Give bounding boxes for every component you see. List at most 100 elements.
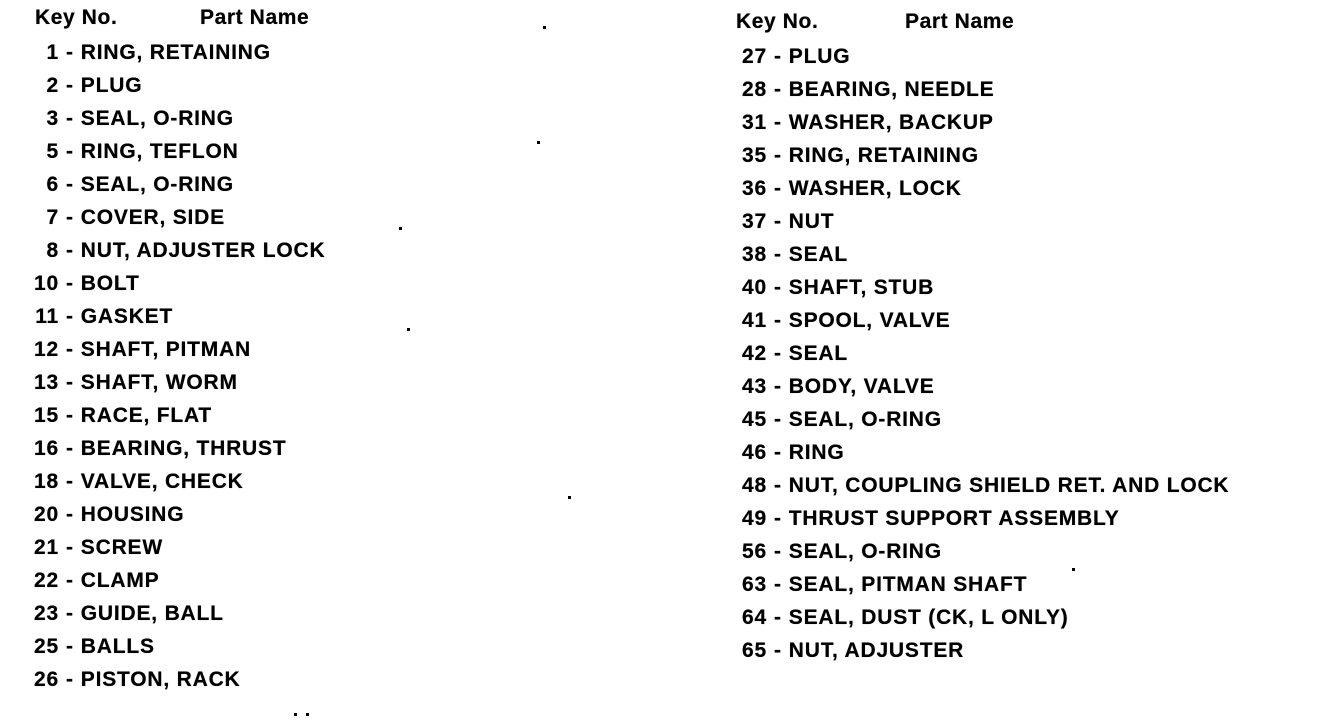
part-name: BEARING, THRUST	[80, 437, 287, 460]
part-key-number: 16	[34, 437, 59, 460]
part-row: 16-BEARING, THRUST	[34, 432, 594, 465]
part-key-number: 8	[46, 239, 59, 262]
part-name: RING	[788, 441, 845, 464]
part-key-number: 42	[742, 342, 767, 365]
part-key-number: 64	[742, 606, 767, 629]
part-row: 63-SEAL, PITMAN SHAFT	[735, 568, 1325, 601]
part-name: PISTON, RACK	[80, 668, 241, 691]
key-name-separator: -	[774, 606, 782, 629]
part-key-number: 46	[742, 441, 767, 464]
part-name: RACE, FLAT	[80, 404, 213, 427]
part-name: SEAL	[788, 342, 849, 365]
scan-artifact-dot	[543, 26, 546, 29]
part-key-number: 63	[742, 573, 767, 596]
key-name-separator: -	[774, 342, 782, 365]
part-key-number: 5	[46, 140, 59, 163]
key-name-separator: -	[66, 437, 74, 460]
part-name: SHAFT, PITMAN	[80, 338, 252, 361]
part-row: 26-PISTON, RACK	[34, 663, 594, 696]
part-name: SEAL, O-RING	[80, 173, 234, 196]
part-key-number: 37	[742, 210, 767, 233]
part-key-number: 25	[34, 635, 59, 658]
scan-artifact-dot	[399, 227, 402, 230]
part-key-number: 20	[34, 503, 59, 526]
part-row: 41-SPOOL, VALVE	[735, 304, 1325, 337]
part-key-number: 21	[34, 536, 59, 559]
scan-artifact-dot	[1072, 568, 1075, 571]
key-name-separator: -	[66, 239, 74, 262]
part-row: 2-PLUG	[34, 69, 594, 102]
part-name: PLUG	[788, 45, 851, 68]
key-name-separator: -	[774, 78, 782, 101]
part-name: SCREW	[80, 536, 163, 559]
part-row: 5-RING, TEFLON	[34, 135, 594, 168]
key-name-separator: -	[774, 507, 782, 530]
part-name: BALLS	[80, 635, 155, 658]
key-no-header: Key No.	[736, 10, 819, 33]
column-header: Key No. Part Name	[735, 10, 1325, 33]
part-row: 12-SHAFT, PITMAN	[34, 333, 594, 366]
part-key-number: 13	[34, 371, 59, 394]
part-key-number: 3	[46, 107, 59, 130]
part-key-number: 45	[742, 408, 767, 431]
part-row: 21-SCREW	[34, 531, 594, 564]
key-no-header: Key No.	[35, 6, 118, 29]
key-name-separator: -	[774, 45, 782, 68]
key-name-separator: -	[66, 668, 74, 691]
key-name-separator: -	[66, 503, 74, 526]
part-name: GASKET	[80, 305, 174, 328]
part-row: 36-WASHER, LOCK	[735, 172, 1325, 205]
key-name-separator: -	[774, 540, 782, 563]
key-name-separator: -	[66, 635, 74, 658]
part-key-number: 22	[34, 569, 59, 592]
part-key-number: 31	[742, 111, 767, 134]
part-row: 1-RING, RETAINING	[34, 36, 594, 69]
key-name-separator: -	[774, 309, 782, 332]
part-name: SEAL, O-RING	[788, 408, 942, 431]
part-key-number: 49	[742, 507, 767, 530]
part-row: 31-WASHER, BACKUP	[735, 106, 1325, 139]
part-name: NUT, ADJUSTER	[788, 639, 965, 662]
key-name-separator: -	[66, 74, 74, 97]
part-name: SEAL	[788, 243, 849, 266]
part-key-number: 56	[742, 540, 767, 563]
part-key-number: 6	[46, 173, 59, 196]
part-name: THRUST SUPPORT ASSEMBLY	[788, 507, 1120, 530]
scan-artifact-dot	[294, 713, 297, 716]
part-name: SEAL, O-RING	[80, 107, 234, 130]
part-row: 8-NUT, ADJUSTER LOCK	[34, 234, 594, 267]
part-name: SHAFT, WORM	[80, 371, 238, 394]
part-row: 38-SEAL	[735, 238, 1325, 271]
part-row: 48-NUT, COUPLING SHIELD RET. AND LOCK	[735, 469, 1325, 502]
part-key-number: 23	[34, 602, 59, 625]
part-row: 7-COVER, SIDE	[34, 201, 594, 234]
part-row: 18-VALVE, CHECK	[34, 465, 594, 498]
part-row: 10-BOLT	[34, 267, 594, 300]
part-key-number: 48	[742, 474, 767, 497]
part-key-number: 27	[742, 45, 767, 68]
key-name-separator: -	[66, 140, 74, 163]
part-row: 20-HOUSING	[34, 498, 594, 531]
key-name-separator: -	[66, 569, 74, 592]
key-name-separator: -	[66, 305, 74, 328]
part-row: 56-SEAL, O-RING	[735, 535, 1325, 568]
part-key-number: 2	[46, 74, 59, 97]
part-key-number: 15	[34, 404, 59, 427]
part-name: NUT, COUPLING SHIELD RET. AND LOCK	[788, 474, 1230, 497]
part-row: 23-GUIDE, BALL	[34, 597, 594, 630]
part-key-number: 7	[46, 206, 59, 229]
part-name: NUT, ADJUSTER LOCK	[80, 239, 326, 262]
part-key-number: 18	[34, 470, 59, 493]
part-row: 13-SHAFT, WORM	[34, 366, 594, 399]
part-key-number: 28	[742, 78, 767, 101]
key-name-separator: -	[66, 338, 74, 361]
part-name: WASHER, BACKUP	[788, 111, 994, 134]
part-key-number: 1	[46, 41, 59, 64]
key-name-separator: -	[66, 602, 74, 625]
part-row: 43-BODY, VALVE	[735, 370, 1325, 403]
part-name: BOLT	[80, 272, 140, 295]
key-name-separator: -	[774, 144, 782, 167]
key-name-separator: -	[774, 177, 782, 200]
